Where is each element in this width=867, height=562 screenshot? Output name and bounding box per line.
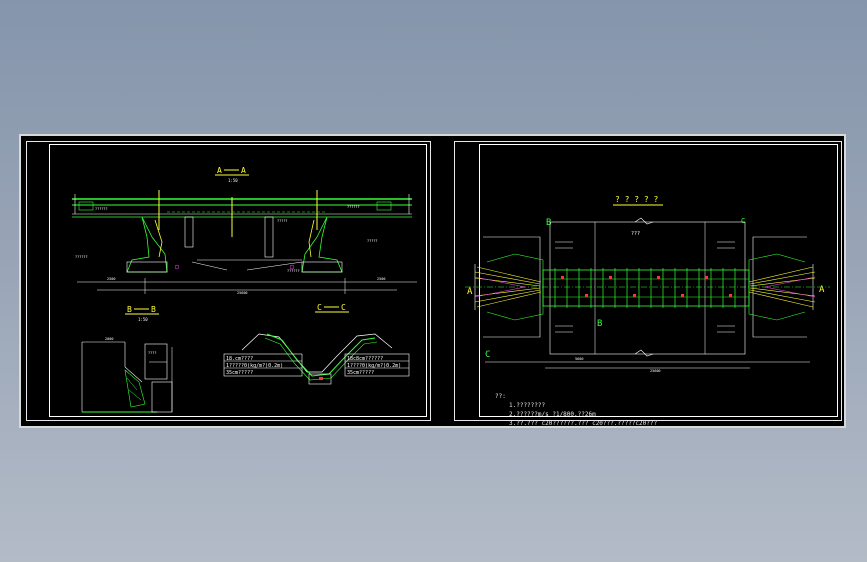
legend-right-2: 1????0(kg/m?)0.2m) xyxy=(347,363,401,369)
section-mark-a-right: A xyxy=(819,285,825,295)
section-mark-c-top: C xyxy=(741,217,745,225)
plan-drawing: ? ? ? ? ? ??? B B C C A A xyxy=(465,195,830,373)
plan-title: ? ? ? ? ? xyxy=(615,195,659,204)
plan-view: 5600 25600 xyxy=(465,217,830,373)
section-aa-title-left: A xyxy=(217,166,222,175)
svg-text:????: ???? xyxy=(148,351,156,355)
svg-text:??????: ?????? xyxy=(95,207,108,211)
plan-subtitle: ??? xyxy=(631,231,640,237)
svg-text:2500: 2500 xyxy=(107,277,115,281)
section-bb-title-left: B xyxy=(127,305,132,314)
section-aa-drawing: 2500 25600 2500 ?????? ?????? ????? ????… xyxy=(72,190,417,295)
svg-text:?????: ????? xyxy=(277,219,288,223)
section-mark-b-top: B xyxy=(546,218,551,228)
section-bb-title-right: B xyxy=(151,305,156,314)
section-cc-title-left: C xyxy=(317,303,322,312)
section-aa-scale: 1:50 xyxy=(228,178,238,183)
section-bb-drawing: 2000 ???? xyxy=(81,337,173,413)
legend-left-1: 18.cm???? xyxy=(226,356,253,362)
notes-block: ??: 1.???????? 2.??????m/s ?1/800.??26m … xyxy=(495,392,657,428)
section-mark-b-bottom: B xyxy=(597,319,602,329)
legend-right-1: 18c8cm?????? xyxy=(347,356,383,362)
note-line-2: 2.??????m/s ?1/800.??26m xyxy=(509,411,596,418)
note-line-1: 1.???????? xyxy=(509,402,546,409)
sheet-sections: A A 1:50 xyxy=(26,141,431,421)
drawing-viewport[interactable]: A A 1:50 xyxy=(19,134,846,428)
legend-right-3: 35cm????? xyxy=(347,370,374,376)
drawing-frame-left xyxy=(49,144,427,417)
svg-text:??????: ?????? xyxy=(347,205,360,209)
drawing-frame-right xyxy=(479,144,838,417)
section-cc-title-right: C xyxy=(341,303,346,312)
section-aa-title-right: A xyxy=(241,166,246,175)
svg-text:?????: ????? xyxy=(367,239,378,243)
section-cc-drawing: 18.cm???? 1?????0(kg/m?)0.2m) 35cm????? … xyxy=(223,333,410,385)
svg-text:2000: 2000 xyxy=(105,337,113,341)
sheet-plan: ? ? ? ? ? ??? B B C C A A xyxy=(454,141,842,427)
notes-heading: ??: xyxy=(495,393,506,400)
svg-text:??????: ?????? xyxy=(75,255,88,259)
legend-left-3: 35cm????? xyxy=(226,370,253,376)
section-mark-c-bottom: C xyxy=(485,350,490,360)
note-line-3: 3.??.??? c20??????.??? c20???.?????c20??… xyxy=(509,420,658,427)
svg-text:25600: 25600 xyxy=(237,291,248,295)
sections-drawing: A A 1:50 xyxy=(72,166,417,413)
section-bb-scale: 1:50 xyxy=(138,317,148,322)
svg-text:2500: 2500 xyxy=(377,277,385,281)
svg-text:??????: ?????? xyxy=(287,269,300,273)
legend-left-2: 1?????0(kg/m?)0.2m) xyxy=(226,363,283,369)
svg-text:5600: 5600 xyxy=(575,357,583,361)
svg-text:25600: 25600 xyxy=(650,369,661,373)
section-mark-a-left: A xyxy=(467,287,473,297)
